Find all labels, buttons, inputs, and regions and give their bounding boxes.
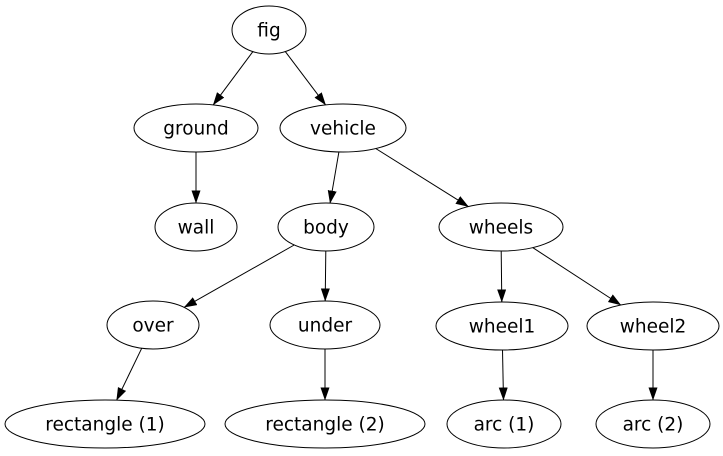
node-ellipse bbox=[133, 103, 259, 153]
node-over: over bbox=[106, 300, 200, 350]
edge-over-rectangle1 bbox=[116, 348, 143, 401]
edge-fig-vehicle bbox=[284, 51, 326, 106]
node-wheel2: wheel2 bbox=[586, 301, 720, 351]
node-ellipse bbox=[438, 202, 564, 252]
nodes-layer: fig ground vehicle wall body wheels over under w… bbox=[4, 5, 720, 449]
node-under: under bbox=[269, 300, 381, 350]
node-rectangle2: rectangle (2) bbox=[224, 399, 426, 449]
node-arc2: arc (2) bbox=[595, 399, 711, 449]
node-body: body bbox=[277, 202, 375, 252]
edge-body-under bbox=[320, 250, 330, 302]
edge-wheel1-arc1 bbox=[498, 349, 508, 401]
node-label: fig bbox=[257, 21, 280, 42]
node-label: ground bbox=[163, 119, 228, 140]
node-arc1: arc (1) bbox=[446, 399, 562, 449]
edge-body-over bbox=[183, 244, 295, 308]
node-ellipse bbox=[154, 202, 238, 252]
node-ellipse bbox=[279, 103, 407, 153]
node-fig: fig bbox=[231, 5, 307, 55]
node-ellipse bbox=[269, 300, 381, 350]
node-wheels: wheels bbox=[438, 202, 564, 252]
node-ellipse bbox=[4, 399, 206, 449]
node-wall: wall bbox=[154, 202, 238, 252]
node-ellipse bbox=[224, 399, 426, 449]
node-ellipse bbox=[446, 399, 562, 449]
node-rectangle1: rectangle (1) bbox=[4, 399, 206, 449]
node-label: wheels bbox=[469, 218, 533, 239]
edge-fig-ground bbox=[212, 51, 254, 106]
node-ground: ground bbox=[133, 103, 259, 153]
node-label: under bbox=[298, 316, 353, 337]
node-vehicle: vehicle bbox=[279, 103, 407, 153]
edges-layer bbox=[116, 51, 658, 401]
node-ellipse bbox=[586, 301, 720, 351]
node-ellipse bbox=[106, 300, 200, 350]
edge-vehicle-body bbox=[327, 151, 340, 204]
edge-wheels-wheel2 bbox=[532, 247, 622, 306]
edge-wheels-wheel1 bbox=[497, 250, 507, 303]
node-ellipse bbox=[231, 5, 307, 55]
node-label: wall bbox=[178, 218, 215, 239]
node-label: arc (1) bbox=[474, 415, 535, 436]
node-ellipse bbox=[435, 301, 569, 351]
node-label: over bbox=[132, 316, 174, 337]
node-label: arc (2) bbox=[623, 415, 684, 436]
edge-vehicle-wheels bbox=[375, 148, 469, 208]
node-ellipse bbox=[277, 202, 375, 252]
node-label: wheel2 bbox=[620, 317, 687, 338]
node-label: rectangle (1) bbox=[45, 415, 164, 436]
node-label: rectangle (2) bbox=[265, 415, 384, 436]
node-ellipse bbox=[595, 399, 711, 449]
node-label: vehicle bbox=[310, 119, 376, 140]
node-label: wheel1 bbox=[469, 317, 536, 338]
node-label: body bbox=[303, 218, 349, 239]
node-wheel1: wheel1 bbox=[435, 301, 569, 351]
